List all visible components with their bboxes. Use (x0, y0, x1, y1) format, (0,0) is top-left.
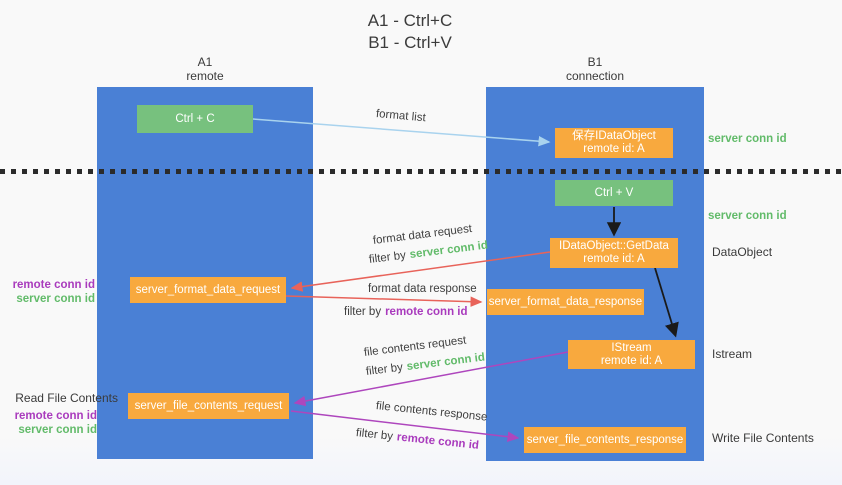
dotted-separator (0, 169, 842, 174)
right-column-header: B1 connection (486, 55, 704, 83)
getdata-node: IDataObject::GetData remote id: A (550, 238, 678, 268)
right-column-sub: connection (565, 69, 625, 83)
file-request-node: server_file_contents_request (128, 393, 289, 419)
server-conn-id-mid-label: server conn id (708, 210, 787, 222)
format-list-label: format list (375, 108, 427, 125)
left-column-name: A1 (197, 55, 213, 69)
file-response-label: server_file_contents_response (526, 433, 684, 446)
ctrl-c-label: Ctrl + C (175, 112, 215, 125)
server-conn-id-text: server conn id (409, 239, 489, 261)
istream-node: IStream remote id: A (568, 340, 695, 369)
file-request-label: server_file_contents_request (134, 399, 283, 412)
read-file-contents-label: Read File Contents (15, 391, 118, 405)
filter-by-text: filter by (355, 427, 394, 443)
format-request-node: server_format_data_request (130, 277, 286, 303)
remote-conn-id-format-label: remote conn id (12, 279, 95, 291)
save-idataobject-line1: 保存IDataObject (572, 130, 656, 142)
remote-conn-id-text: remote conn id (396, 431, 480, 452)
server-conn-id-text: server conn id (406, 351, 486, 373)
format-conn-ids-group: remote conn id server conn id (10, 278, 95, 306)
title-line-1: A1 - Ctrl+C (367, 11, 453, 30)
getdata-line2: remote id: A (583, 253, 645, 265)
file-response-node: server_file_contents_response (524, 427, 686, 453)
write-file-contents-label: Write File Contents (712, 431, 814, 445)
server-conn-id-file-label: server conn id (18, 424, 97, 436)
server-conn-id-top-label: server conn id (708, 133, 787, 145)
ctrl-v-label: Ctrl + V (594, 186, 634, 199)
left-column-header: A1 remote (97, 55, 313, 83)
file-contents-response-label: file contents response (375, 400, 488, 424)
ctrl-c-node: Ctrl + C (137, 105, 253, 133)
right-column-name: B1 (587, 55, 603, 69)
remote-conn-id-text: remote conn id (385, 306, 468, 318)
getdata-line1: IDataObject::GetData (559, 240, 669, 252)
ctrl-v-node: Ctrl + V (555, 180, 673, 206)
istream-line2: remote id: A (600, 354, 663, 367)
filter-by-text: filter by (368, 249, 407, 266)
title-line-2: B1 - Ctrl+V (368, 33, 452, 52)
format-response-label: server_format_data_response (488, 295, 643, 308)
filter-by-text: filter by (365, 361, 404, 378)
save-idataobject-node: 保存IDataObject remote id: A (555, 128, 673, 158)
format-data-response-label: format data response (368, 283, 477, 295)
format-request-label: server_format_data_request (135, 283, 281, 296)
diagram-title: A1 - Ctrl+C B1 - Ctrl+V (310, 10, 510, 54)
dataobject-label: DataObject (712, 245, 773, 259)
format-data-response-arrow (285, 295, 483, 307)
istream-side-label: Istream (712, 347, 753, 361)
format-response-node: server_format_data_response (487, 289, 644, 315)
remote-conn-id-file-label: remote conn id (14, 410, 97, 422)
istream-line1: IStream (611, 341, 652, 354)
filter-by-text: filter by (344, 306, 382, 318)
file-conn-ids-group: remote conn id server conn id (10, 409, 97, 437)
server-conn-id-format-label: server conn id (16, 293, 95, 305)
left-column-sub: remote (186, 69, 224, 83)
save-idataobject-line2: remote id: A (583, 143, 645, 155)
